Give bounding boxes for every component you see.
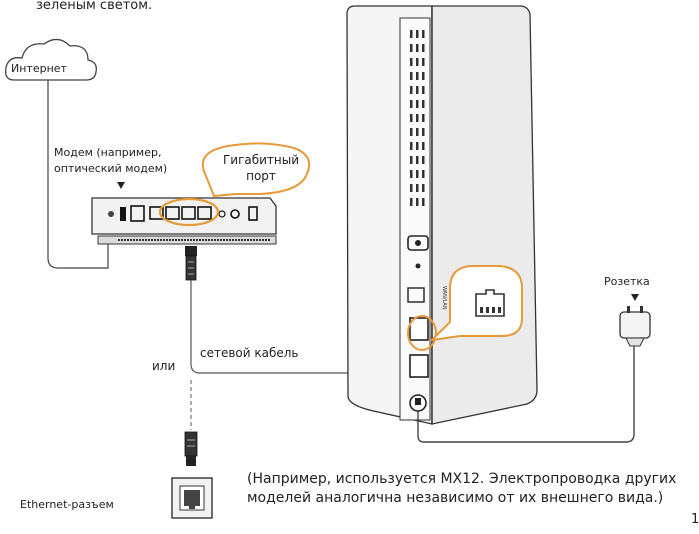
- intro-text: зеленым светом.: [36, 0, 152, 14]
- diagram-caption: (Например, используется MX12. Электропро…: [247, 470, 693, 508]
- ethernet-socket-label: Ethernet-разъем: [20, 497, 114, 513]
- socket-pointer: [631, 294, 639, 301]
- modem-label-line-1: Модем (например,: [54, 145, 161, 161]
- page-number: 1: [691, 512, 699, 528]
- cable-label: сетевой кабель: [200, 345, 299, 361]
- socket-label: Розетка: [604, 274, 650, 290]
- gigabit-label-line-1: Гигабитный: [218, 152, 304, 168]
- router-port-text: WAN/LAN: [441, 286, 447, 310]
- router-device: [347, 6, 537, 424]
- modem-label-line-2: оптический модем): [54, 161, 167, 177]
- modem-pointer: [117, 182, 125, 189]
- gigabit-label-line-2: порт: [218, 168, 304, 184]
- wall-plug: [185, 432, 197, 466]
- modem-device: [92, 198, 276, 244]
- or-label: или: [152, 358, 175, 374]
- power-adapter: [620, 306, 650, 346]
- ethernet-wall-socket: [172, 478, 212, 518]
- internet-label: Интернет: [11, 61, 67, 77]
- modem-cable-connector: [185, 246, 197, 280]
